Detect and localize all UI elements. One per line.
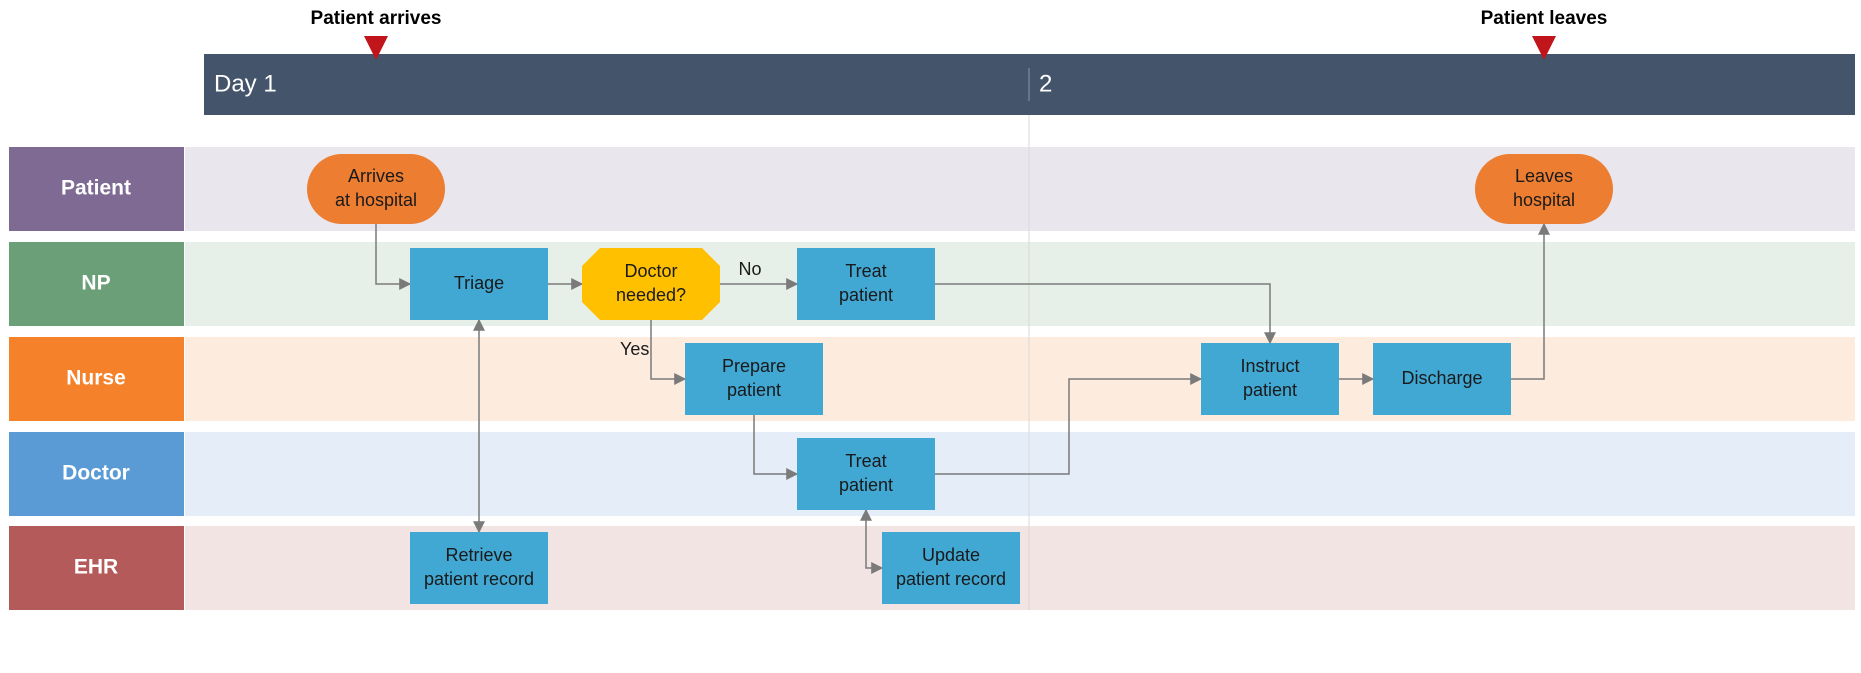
process-shape — [797, 248, 935, 320]
lane-header — [9, 526, 184, 610]
node-text-line: patient record — [896, 569, 1006, 589]
node-text-line: Prepare — [722, 356, 786, 376]
node-update[interactable]: Update patient record — [882, 532, 1020, 604]
lane-band — [185, 337, 1855, 421]
node-text-line: Discharge — [1401, 368, 1482, 388]
process-shape — [1201, 343, 1339, 415]
terminator-shape — [1475, 154, 1613, 224]
milestone-label-arrive: Patient arrives — [311, 8, 442, 29]
lane-nurse: Nurse — [9, 337, 1855, 421]
lane-label-patient: Patient — [61, 177, 131, 200]
milestone-label-leave: Patient leaves — [1481, 8, 1608, 29]
node-instruct[interactable]: Instruct patient — [1201, 343, 1339, 415]
lane-label-doctor: Doctor — [62, 462, 130, 485]
lane-doctor: Doctor — [9, 432, 1855, 516]
connector-arrives-to-triage — [375, 224, 412, 290]
milestone-marker-arrive — [364, 36, 388, 60]
node-text-line: patient — [839, 475, 893, 495]
connector-doctor-needed-to-prepare — [650, 320, 687, 385]
node-text-line: Retrieve — [445, 545, 512, 565]
process-shape — [1373, 343, 1511, 415]
lane-label-nurse: Nurse — [66, 367, 126, 390]
lane-label-np: NP — [81, 272, 110, 295]
lane-label-ehr: EHR — [74, 556, 118, 579]
node-text-line: Treat — [845, 261, 886, 281]
connector-treat-np-to-instruct — [935, 283, 1276, 345]
day-label-2: 2 — [1039, 70, 1052, 97]
milestone-marker-leave — [1532, 36, 1556, 60]
lane-header — [9, 147, 184, 231]
process-shape — [797, 438, 935, 510]
terminator-shape — [307, 154, 445, 224]
lane-header — [9, 337, 184, 421]
node-text-line: Instruct — [1240, 356, 1299, 376]
node-text-line: hospital — [1513, 190, 1575, 210]
process-shape — [685, 343, 823, 415]
process-shape — [882, 532, 1020, 604]
lane-header — [9, 432, 184, 516]
node-text-line: patient — [727, 380, 781, 400]
node-text-line: Leaves — [1515, 166, 1573, 186]
decision-shape — [582, 248, 720, 320]
node-text-line: patient — [1243, 380, 1297, 400]
node-text-line: Doctor — [624, 261, 677, 281]
lane-header — [9, 242, 184, 326]
node-treat-doc[interactable]: Treat patient — [797, 438, 935, 510]
day-label-1: Day 1 — [214, 70, 277, 97]
process-shape — [410, 248, 548, 320]
node-text-line: Triage — [454, 273, 504, 293]
node-text-line: Update — [922, 545, 980, 565]
node-leaves[interactable]: Leaves hospital — [1475, 154, 1613, 224]
node-prepare[interactable]: Prepare patient — [685, 343, 823, 415]
connector-treat-doc-to-instruct — [935, 373, 1203, 475]
node-text-line: at hospital — [335, 190, 417, 210]
node-text-line: Treat — [845, 451, 886, 471]
node-doctor-needed[interactable]: Doctor needed? — [582, 248, 720, 320]
process-shape — [410, 532, 548, 604]
node-retrieve[interactable]: Retrieve patient record — [410, 532, 548, 604]
node-text-line: patient record — [424, 569, 534, 589]
node-text-line: Arrives — [348, 166, 404, 186]
connector-discharge-to-leaves — [1511, 222, 1550, 380]
node-treat-np[interactable]: Treat patient — [797, 248, 935, 320]
node-discharge[interactable]: Discharge — [1373, 343, 1511, 415]
node-arrives[interactable]: Arrives at hospital — [307, 154, 445, 224]
node-triage[interactable]: Triage — [410, 248, 548, 320]
connector-prepare-to-treat-doc — [753, 415, 799, 480]
edge-label-yes: Yes — [620, 339, 649, 359]
node-text-line: patient — [839, 285, 893, 305]
node-text-line: needed? — [616, 285, 686, 305]
edge-label-no: No — [738, 259, 761, 279]
connector-treat-doc-to-update — [860, 508, 884, 574]
